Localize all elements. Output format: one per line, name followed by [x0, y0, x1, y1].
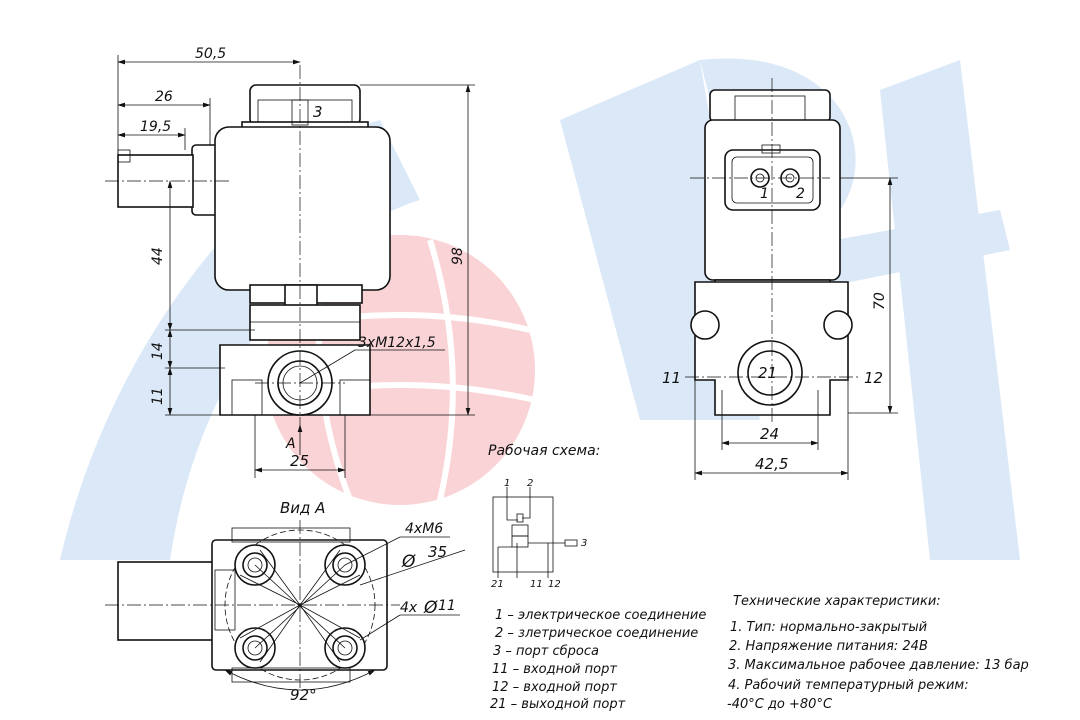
view-a-title: Вид А — [280, 499, 325, 517]
screw-label: 4xM6 — [405, 521, 443, 537]
specs-title: Технические характеристики: — [733, 594, 941, 609]
dim-19-5: 19,5 — [140, 119, 171, 135]
scheme-label-3: 3 — [581, 538, 587, 549]
dim-50-5: 50,5 — [195, 46, 226, 62]
scheme-label-21: 21 — [491, 579, 504, 590]
scheme-label-11: 11 — [530, 579, 543, 590]
legend-item: 21 – выходной порт — [490, 697, 626, 712]
dim-42-5: 42,5 — [755, 455, 788, 473]
thread-label: 3xM12x1,5 — [358, 335, 436, 351]
dim-24: 24 — [760, 425, 779, 443]
dim-70: 70 — [872, 292, 888, 310]
spec-item: 1. Тип: нормально-закрытый — [730, 620, 927, 635]
legend-item: 11 – входной порт — [492, 662, 617, 677]
spec-item: -40°С до +80°С — [727, 697, 833, 712]
spec-item: 3. Максимальное рабочее давление: 13 бар — [728, 658, 1029, 673]
pneumatic-scheme: Рабочая схема: 1 2 3 21 11 12 — [488, 443, 600, 590]
angle-label: 92° — [290, 686, 317, 704]
dim-26: 26 — [155, 89, 173, 105]
legend-item: 2 – злетрическое соединение — [495, 626, 698, 641]
pin-2-label: 2 — [796, 186, 805, 202]
hole-diameter-symbol: Ø — [423, 598, 438, 618]
dim-44: 44 — [150, 247, 166, 265]
dim-11: 11 — [150, 387, 166, 405]
port-11-label: 11 — [662, 369, 681, 387]
legend-item: 1 – электрическое соединение — [495, 608, 706, 623]
port-12-label: 12 — [864, 369, 883, 387]
view-a-arrow-label: A — [285, 436, 296, 452]
port-21-label: 21 — [758, 364, 777, 382]
exhaust-port-label: 3 — [313, 103, 323, 121]
diameter-35: 35 — [428, 543, 447, 561]
legend-item: 3 – порт сброса — [493, 644, 599, 659]
dim-98: 98 — [450, 247, 466, 265]
diameter-symbol: Ø — [401, 552, 416, 572]
scheme-label-1: 1 — [504, 478, 510, 489]
port-legend: 1 – электрическое соединение 2 – злетрич… — [490, 608, 706, 712]
dim-14: 14 — [150, 342, 166, 360]
view-a: Вид А 4xM6 Ø 35 4x Ø 11 92° — [105, 499, 466, 704]
spec-item: 2. Напряжение питания: 24В — [729, 639, 928, 654]
pin-1-label: 1 — [760, 186, 769, 202]
spec-item: 4. Рабочий температурный режим: — [728, 678, 969, 693]
holes-count: 4x — [400, 600, 418, 616]
side-view: 1 2 21 11 12 70 24 42,5 — [662, 78, 898, 480]
dim-25: 25 — [290, 452, 309, 470]
legend-item: 12 – входной порт — [492, 680, 617, 695]
scheme-label-2: 2 — [527, 478, 533, 489]
scheme-title: Рабочая схема: — [488, 443, 600, 459]
scheme-label-12: 12 — [548, 579, 561, 590]
hole-diameter: 11 — [438, 598, 456, 614]
front-view: 3 50,5 26 19,5 98 44 14 11 25 A 3xM12x1,… — [105, 46, 475, 478]
technical-specs: Технические характеристики: 1. Тип: норм… — [727, 594, 1029, 712]
